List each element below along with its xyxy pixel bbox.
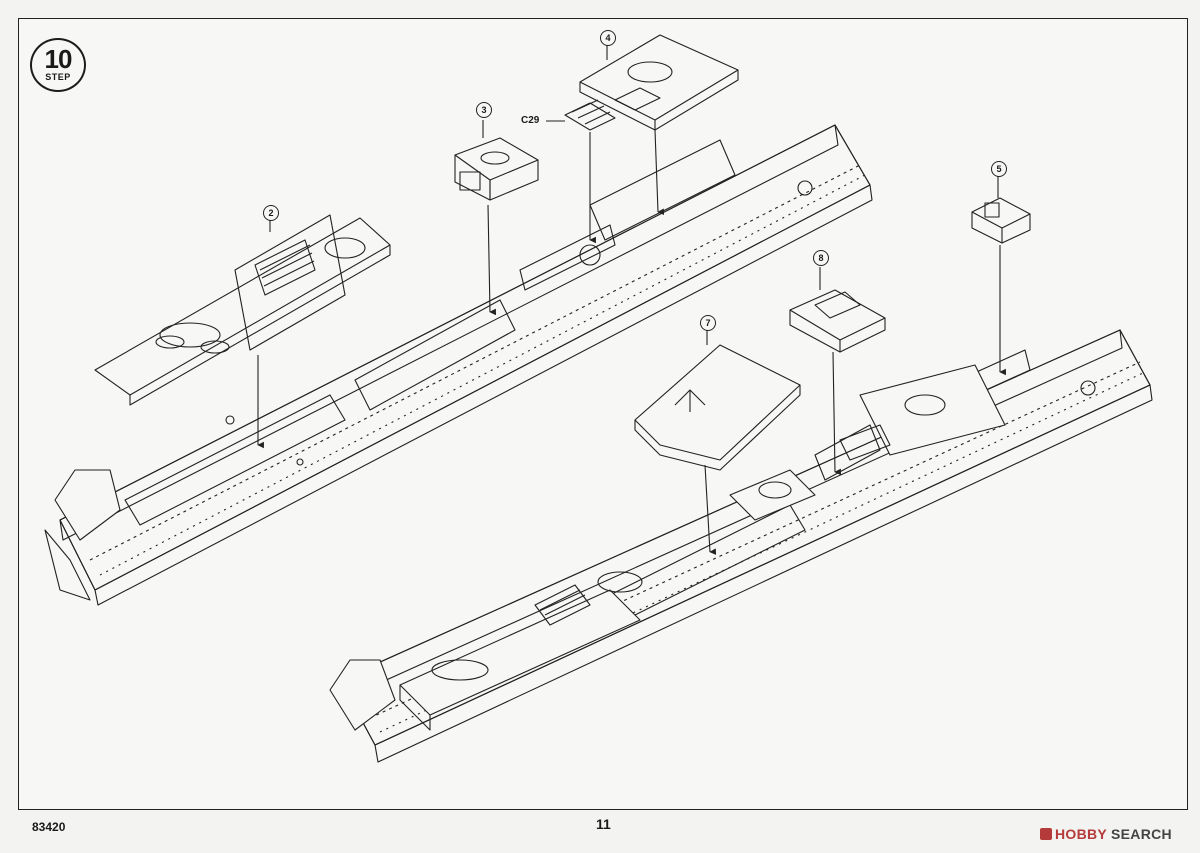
callout-8: 8	[813, 250, 829, 266]
part-3-assembly	[454, 120, 539, 316]
part-4-assembly	[579, 34, 739, 216]
part-2-assembly	[94, 214, 391, 449]
callout-4: 4	[600, 30, 616, 46]
hobbysearch-watermark: HOBBY SEARCH	[1040, 826, 1172, 842]
part-5-assembly	[971, 176, 1031, 376]
page-number: 11	[596, 816, 611, 832]
step-number: 10	[44, 44, 73, 74]
upper-hull	[44, 124, 873, 606]
model-number: 83420	[32, 820, 66, 834]
callout-3: 3	[476, 102, 492, 118]
watermark-brand: HOBBY	[1055, 826, 1107, 842]
step-word: STEP	[45, 72, 71, 82]
callout-2: 2	[263, 205, 279, 221]
step-badge: 10 STEP	[30, 38, 86, 92]
callout-5: 5	[991, 161, 1007, 177]
watermark-suffix: SEARCH	[1111, 826, 1172, 842]
part-7-assembly	[634, 330, 801, 555]
callout-7: 7	[700, 315, 716, 331]
lower-superstructure	[399, 364, 1006, 731]
part-label-c29: C29	[521, 115, 540, 126]
part-8-assembly	[789, 267, 886, 476]
part-c29	[546, 99, 616, 244]
hobbysearch-logo-icon	[1040, 828, 1052, 840]
